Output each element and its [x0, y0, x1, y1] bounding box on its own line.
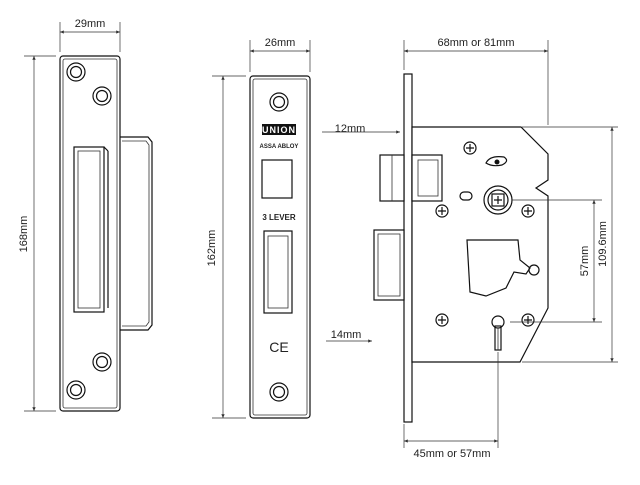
- forend-screw-top: [269, 92, 289, 112]
- follower-hub: [483, 185, 513, 215]
- forend-height-label: 162mm: [206, 230, 218, 267]
- case-screw-5: [521, 313, 535, 327]
- case-screw-3: [521, 204, 535, 218]
- brand-text: UNION: [262, 125, 296, 135]
- case-screw-2: [435, 204, 449, 218]
- bolt-throw-dimension: 14mm: [326, 329, 372, 343]
- backset-label: 45mm or 57mm: [413, 448, 490, 460]
- centres-label: 57mm: [579, 246, 591, 277]
- latch-throw-label: 12mm: [335, 123, 366, 135]
- case-screw-4: [435, 313, 449, 327]
- forend-screw-bottom: [269, 382, 289, 402]
- overall-depth-label: 68mm or 81mm: [437, 37, 514, 49]
- lock-case: [373, 73, 549, 423]
- forend-height-dimension: 162mm: [206, 75, 246, 419]
- overall-depth-dimension: 68mm or 81mm: [403, 37, 549, 125]
- case-screw-1: [463, 141, 477, 155]
- bolt-opening: [263, 230, 293, 314]
- strike-width-label: 29mm: [75, 18, 106, 30]
- latch-bolt: [379, 154, 443, 202]
- forend-plate: UNION ASSA ABLOY 3 LEVER CE: [249, 75, 311, 419]
- screw-hole-bottom-2: [66, 380, 86, 400]
- bolt-throw-label: 14mm: [331, 329, 362, 341]
- model-text: 3 LEVER: [262, 213, 296, 222]
- forend-width-dimension: 26mm: [249, 37, 311, 72]
- screw-hole-top-1: [66, 62, 86, 82]
- strike-height-dimension: 168mm: [18, 55, 56, 412]
- strike-width-dimension: 29mm: [59, 18, 121, 52]
- lock-forend-edge: [403, 73, 413, 423]
- brand-logo: [262, 124, 296, 135]
- case-body: [411, 126, 549, 363]
- centres-dimension: 57mm: [510, 199, 602, 323]
- case-height-dimension: 109.6mm: [522, 126, 618, 363]
- bolt-slot: [73, 146, 105, 313]
- ce-mark: CE: [269, 339, 288, 355]
- strike-plate: [59, 55, 153, 412]
- screw-hole-top-2: [92, 86, 112, 106]
- forend-width-label: 26mm: [265, 37, 296, 49]
- dead-bolt: [373, 229, 405, 301]
- subbrand-text: ASSA ABLOY: [260, 144, 299, 150]
- backset-dimension: 45mm or 57mm: [403, 352, 499, 460]
- screw-hole-bottom-1: [92, 352, 112, 372]
- latch-opening: [261, 159, 293, 199]
- keyhole: [491, 315, 505, 351]
- strike-height-label: 168mm: [18, 216, 30, 253]
- case-height-label: 109.6mm: [597, 221, 609, 267]
- lever-profile: [466, 239, 531, 297]
- latch-throw-dimension: 12mm: [322, 123, 400, 135]
